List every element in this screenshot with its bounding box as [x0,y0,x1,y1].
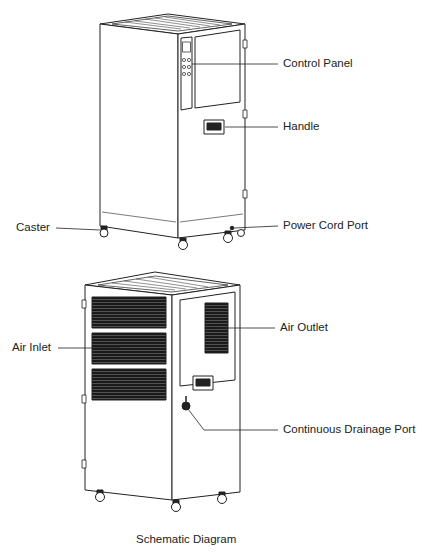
control-panel [181,37,192,110]
part-label: Power Cord Port [283,219,368,233]
right-face [172,285,240,500]
air-inlet-grille [92,369,166,400]
left-face [85,285,172,500]
top-vent-slats [112,277,208,290]
base-line [102,212,176,222]
right-face [178,24,245,238]
handle [204,120,224,134]
part-label: Air Inlet [12,341,51,355]
drainage-port [182,402,190,410]
base-line [180,214,243,222]
power-cord-port [230,226,234,230]
part-label: Air Outlet [280,321,328,335]
top-vent-slats [125,17,220,29]
handle [193,376,213,390]
outlet-panel [180,292,235,386]
part-label: Caster [16,221,50,235]
drainage-stem [185,396,187,402]
part-label: Control Panel [283,57,353,71]
caption: Schematic Diagram [136,533,236,545]
air-inlet-grille [92,333,166,364]
hinges [82,300,86,468]
handle-grip [196,379,210,386]
left-face [100,24,178,238]
part-label: Handle [283,120,319,134]
handle-grip [207,123,221,130]
leader-lines [56,64,278,430]
air-inlet-grille [92,297,166,328]
control-buttons [182,42,190,76]
casters [96,490,227,512]
casters [100,226,245,250]
part-label: Continuous Drainage Port [283,423,415,437]
outlet-window [195,30,240,108]
